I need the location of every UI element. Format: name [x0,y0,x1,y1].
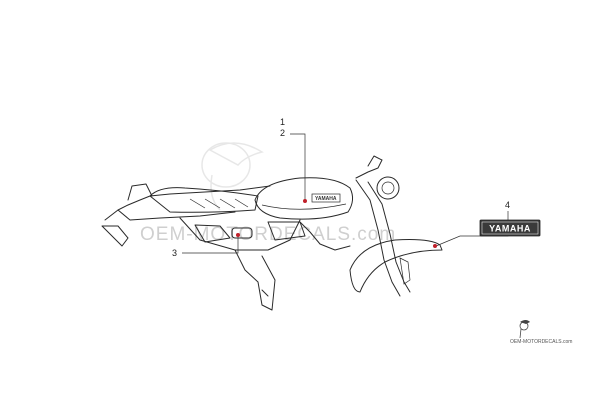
corner-logo-text: OEM-MOTORDECALS.com [510,339,572,345]
decal-yamaha-text: YAMAHA [489,224,531,234]
callout-3[interactable]: 3 [172,248,177,258]
marker-3 [236,233,240,237]
marker-1-2 [303,199,307,203]
leader-1-2 [290,133,306,200]
motorcycle-frame: YAMAHA [101,155,443,311]
marker-4 [433,244,437,248]
corner-logo: OEM-MOTORDECALS.com [510,320,572,345]
watermark-text: OEM-MOTORDECALS.com [140,224,396,245]
tank-emblem-text: YAMAHA [315,196,337,202]
callout-1[interactable]: 1 [280,117,285,127]
leader-3 [182,236,239,254]
toucan-watermark-icon [201,142,264,211]
callout-4[interactable]: 4 [505,200,510,210]
callout-2[interactable]: 2 [280,128,285,138]
toucan-logo-icon [519,320,530,339]
decal-yamaha[interactable]: YAMAHA [479,219,541,237]
